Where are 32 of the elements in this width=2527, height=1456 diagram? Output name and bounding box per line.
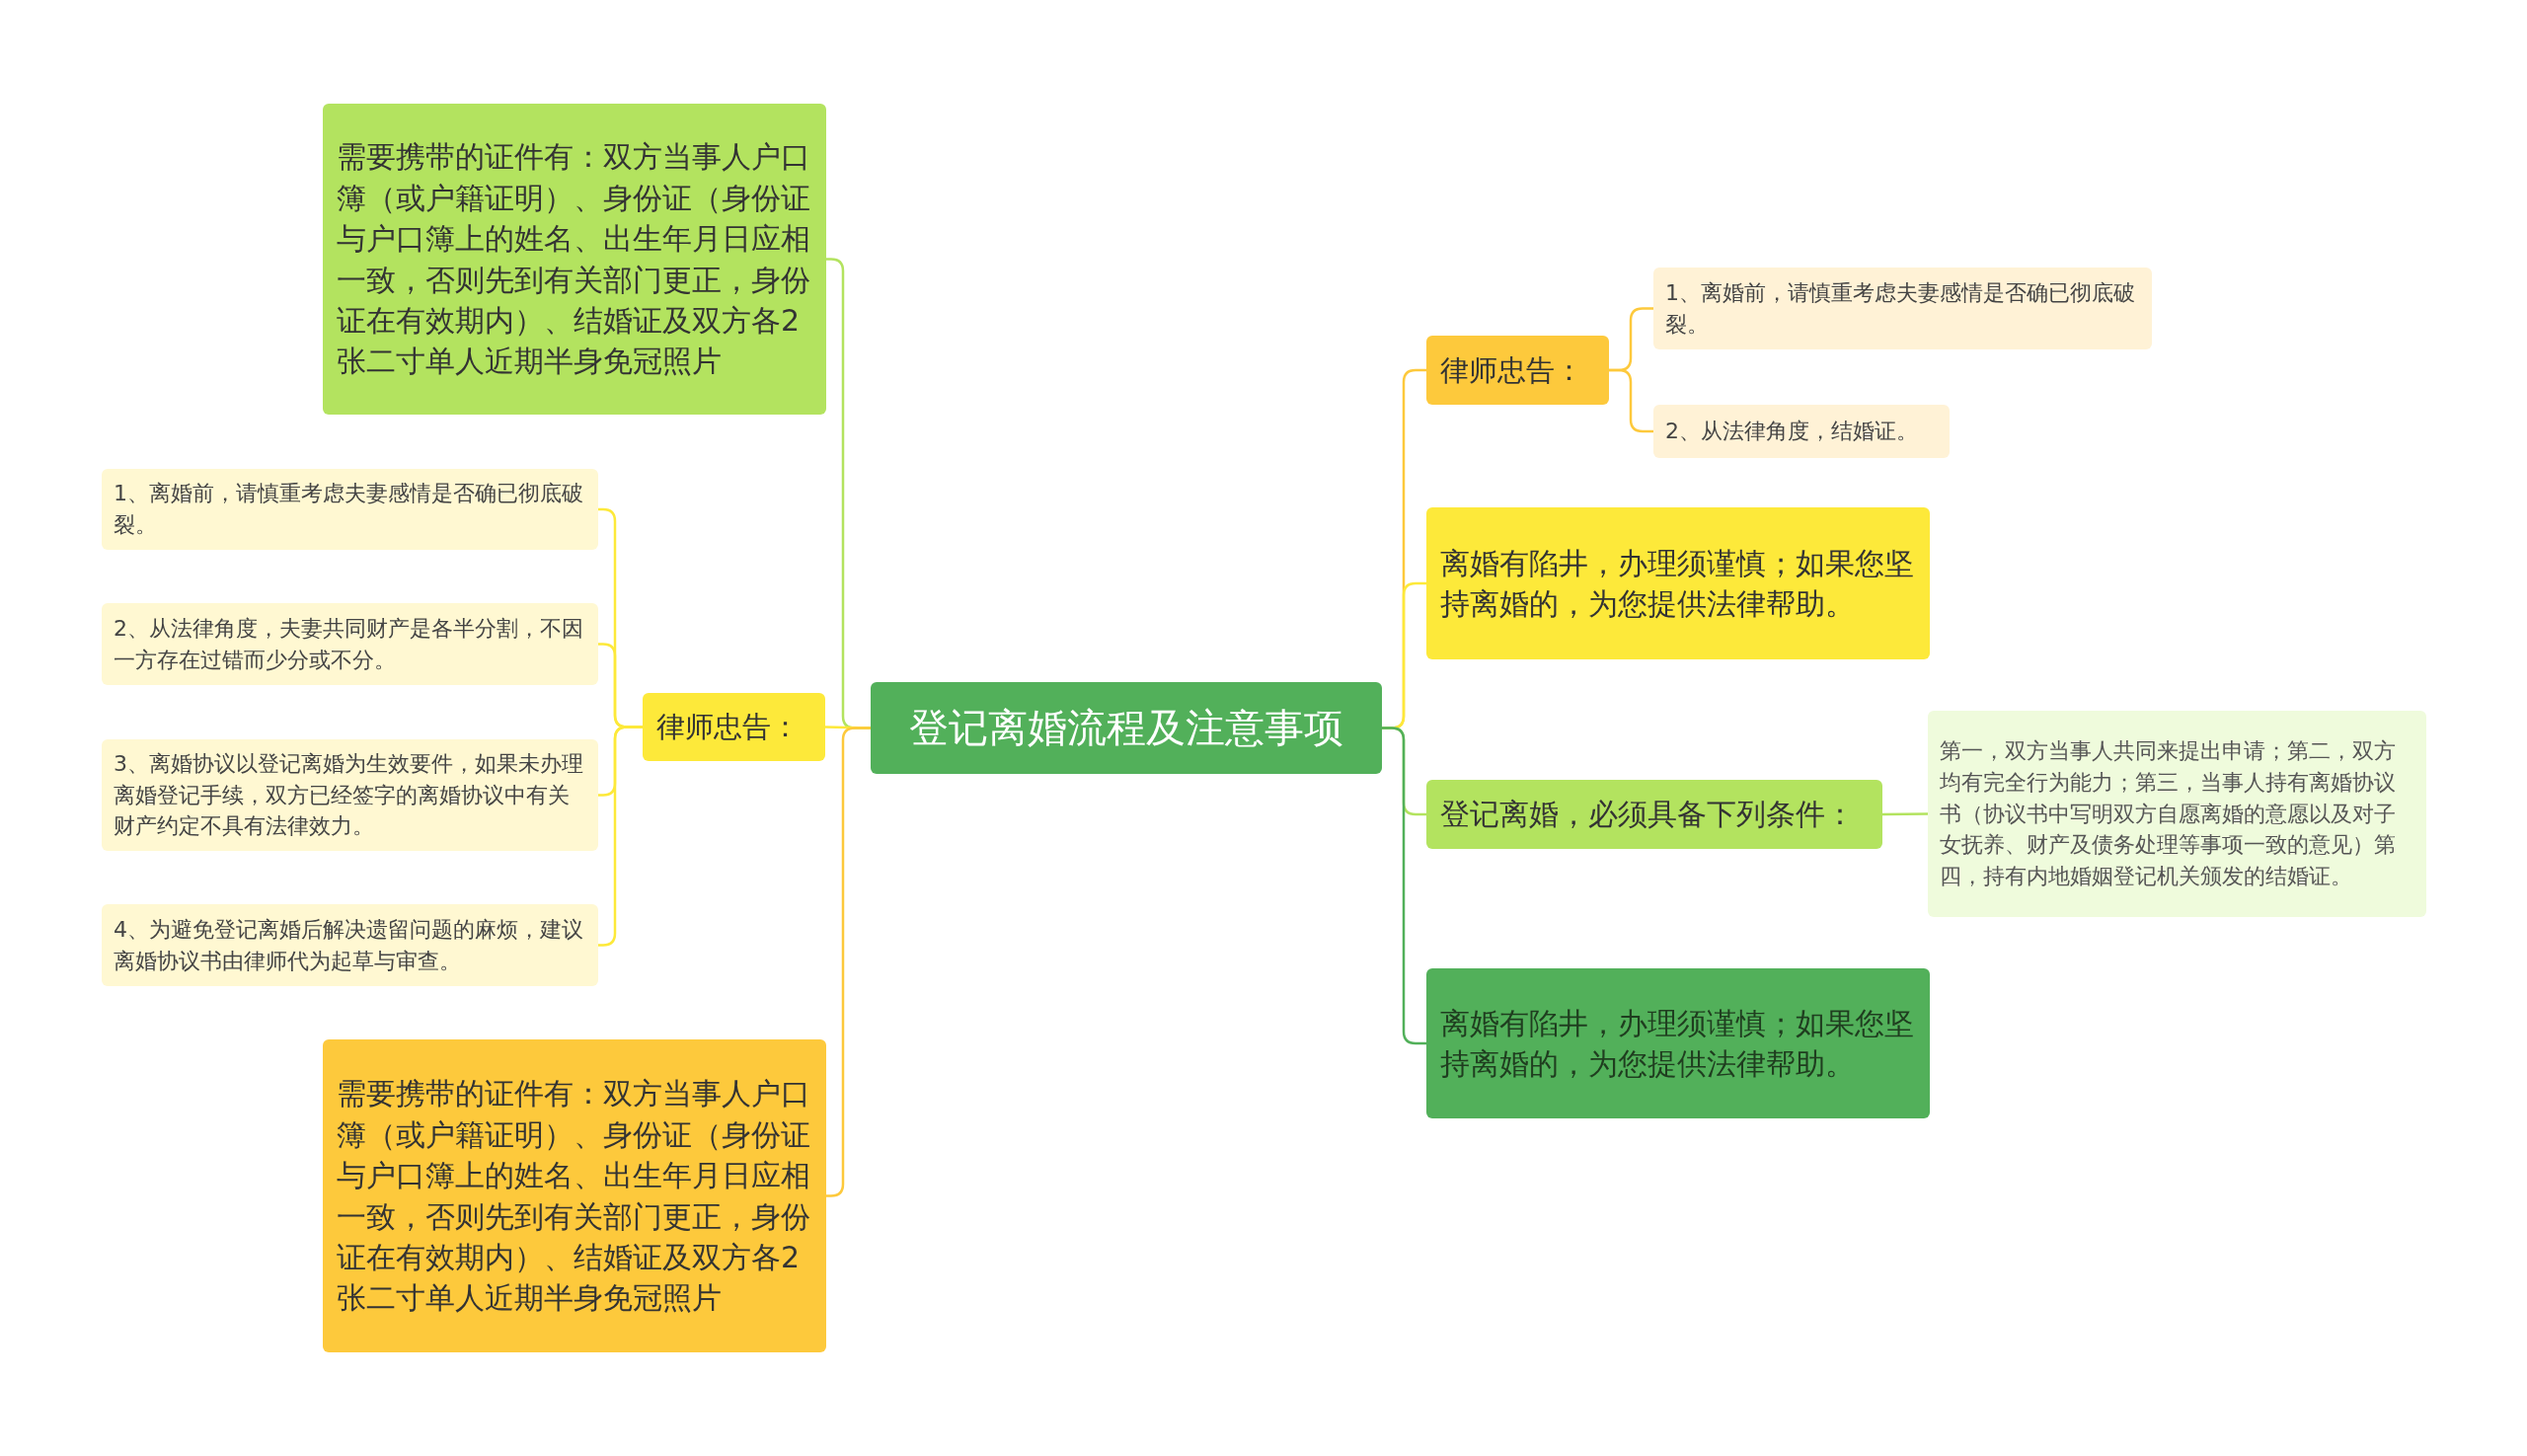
connector-line — [1382, 727, 1426, 1045]
topic-text: 2、从法律角度，夫妻共同财产是各半分割，不因一方存在过错而少分或不分。 — [114, 614, 584, 674]
topic-box — [643, 693, 825, 761]
topic-text: 离婚有陷井，办理须谨慎；如果您坚持离婚的，为您提供法律帮助。 — [1440, 1004, 1915, 1083]
topic-box — [1426, 336, 1609, 405]
topic-text: 律师忠告： — [656, 709, 800, 746]
topic-box — [1426, 507, 1930, 659]
topic-text: 4、为避免登记离婚后解决遗留问题的麻烦，建议离婚协议书由律师代为起草与审查。 — [114, 915, 584, 975]
topic-text: 1、离婚前，请慎重考虑夫妻感情是否确已彻底破裂。 — [1665, 278, 2136, 339]
central-topic-box — [871, 682, 1382, 774]
topic-text: 2、从法律角度，结婚证。 — [1665, 418, 1918, 446]
topic-text: 登记离婚流程及注意事项 — [909, 703, 1343, 752]
topic-box — [1653, 405, 1950, 458]
topic-box — [102, 904, 598, 986]
connector-line — [1882, 812, 1928, 816]
topic-box — [102, 739, 598, 851]
topic-text: 第一，双方当事人共同来提出申请；第二，双方均有完全行为能力；第三，当事人持有离婚协议书（协议书中写明双方自愿离婚的意愿以及对子女抚养、财产及债务处理等事项一致的意见）第四，持有内地婚姻登记机关颁发的结婚证。 — [1940, 736, 2397, 891]
topic-text: 律师忠告： — [1440, 352, 1583, 389]
topic-box — [1653, 268, 2152, 349]
topic-box — [102, 603, 598, 685]
topic-box — [1426, 780, 1882, 849]
topic-box — [323, 104, 826, 415]
topic-text: 需要携带的证件有：双方当事人户口簿（或户籍证明）、身份证（身份证与户口簿上的姓名、出生年月日应相一致，否则先到有关部门更正，身份证在有效期内）、结婚证及双方各2张二寸单人近期半身免冠照片 — [337, 138, 811, 381]
topic-box — [1928, 711, 2426, 917]
topic-box — [323, 1039, 826, 1352]
topic-text: 需要携带的证件有：双方当事人户口簿（或户籍证明）、身份证（身份证与户口簿上的姓名、出生年月日应相一致，否则先到有关部门更正，身份证在有效期内）、结婚证及双方各2张二寸单人近期半身免冠照片 — [337, 1075, 811, 1318]
topic-text: 1、离婚前，请慎重考虑夫妻感情是否确已彻底破裂。 — [114, 480, 584, 539]
topic-box — [1426, 968, 1930, 1118]
topic-text: 登记离婚，必须具备下列条件： — [1440, 796, 1855, 834]
topic-box — [102, 469, 598, 550]
topic-text: 3、离婚协议以登记离婚为生效要件，如果未办理离婚登记手续，双方已经签字的离婚协议中有关财产约定不具有法律效力。 — [114, 749, 584, 841]
topic-text: 离婚有陷井，办理须谨慎；如果您坚持离婚的，为您提供法律帮助。 — [1440, 544, 1915, 623]
